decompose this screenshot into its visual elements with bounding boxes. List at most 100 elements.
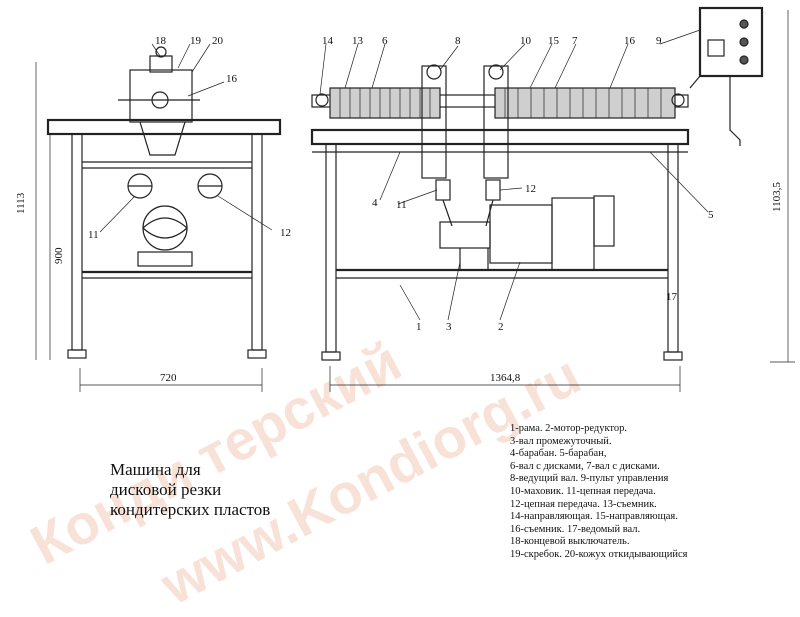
leader-11	[397, 189, 438, 205]
panel-display	[707, 39, 725, 57]
panel-button-3	[739, 55, 749, 65]
legend-line: 10-маховик. 11-цепная передача.	[510, 485, 656, 497]
callout-6: 6	[382, 35, 388, 47]
front-foot-right	[663, 351, 683, 361]
callout-16-front: 16	[624, 35, 636, 47]
dim-side-outer: 1113	[15, 192, 27, 214]
drawing-title: Машина для дисковой резки кондитерских п…	[110, 460, 350, 520]
control-panel-9	[698, 6, 764, 78]
front-column-left	[421, 65, 447, 179]
dim-front-height: 1103,5	[771, 182, 783, 212]
callout-1: 1	[416, 321, 422, 333]
drum-right	[494, 87, 676, 119]
drum-left	[329, 87, 441, 119]
callout-19: 19	[190, 35, 202, 47]
dim-side-inner: 900	[53, 247, 65, 264]
leader-2	[499, 261, 521, 321]
leader-1	[399, 284, 421, 321]
leader-5	[649, 151, 709, 213]
callout-10: 10	[520, 35, 532, 47]
dim-front-width: 1364,8	[490, 372, 521, 384]
leader-20	[191, 43, 211, 73]
panel-button-1	[739, 19, 749, 29]
callout-15: 15	[548, 35, 560, 47]
handwheel-right	[671, 93, 685, 107]
callout-2: 2	[498, 321, 504, 333]
leader-15	[529, 43, 553, 89]
leader-18	[151, 43, 161, 57]
front-column-right	[483, 65, 509, 179]
front-foot-left	[321, 351, 341, 361]
technical-drawing: 18 19 20 16 11 12 1113 900 720 14 13 6 8…	[15, 6, 795, 392]
title-line-2: дисковой резки	[110, 480, 222, 499]
panel-bracket	[689, 75, 701, 89]
legend-line: 1-рама. 2-мотор-редуктор.	[510, 423, 627, 434]
parts-legend: 1-рама. 2-мотор-редуктор. 3-вал промежут…	[510, 423, 688, 562]
legend-line: 16-съемник. 17-ведомый вал.	[510, 523, 641, 535]
legend-line: 14-направляющая. 15-направляющая.	[510, 511, 678, 523]
callout-20: 20	[212, 35, 224, 47]
side-motor-detail	[142, 217, 188, 239]
chain-drive-11	[435, 179, 451, 201]
dim-side-width: 720	[160, 372, 177, 384]
motor-end	[551, 197, 595, 271]
leader-6	[371, 43, 386, 89]
side-foot-right	[247, 349, 267, 359]
callout-4: 4	[372, 197, 378, 209]
leader-13	[344, 43, 359, 89]
callout-s12: 12	[280, 227, 291, 239]
side-leg-left	[71, 133, 83, 351]
callout-13: 13	[352, 35, 364, 47]
side-table-top	[46, 118, 282, 136]
leader-s11	[99, 195, 136, 233]
side-shaft-disc	[151, 91, 169, 109]
legend-line: 12-цепная передача. 13-съемник.	[510, 498, 657, 510]
leader-s12	[217, 195, 273, 231]
legend-line: 18-концевой выключатель.	[510, 536, 630, 548]
motor-fan	[593, 195, 615, 247]
callout-7: 7	[572, 35, 578, 47]
leader-7	[554, 43, 577, 89]
side-leg-right	[251, 133, 263, 351]
legend-line: 3-вал промежуточный.	[510, 435, 612, 447]
side-hopper	[139, 121, 186, 156]
leader-19	[177, 43, 191, 69]
leader-16-side	[187, 81, 225, 97]
side-view	[35, 43, 282, 392]
callout-11: 11	[396, 199, 407, 211]
leader-9	[659, 29, 701, 45]
panel-button-2	[739, 37, 749, 47]
drawing-labels: 18 19 20 16 11 12 1113 900 720 14 13 6 8…	[15, 35, 783, 384]
callout-16-side: 16	[226, 73, 238, 85]
callout-18: 18	[155, 35, 167, 47]
callout-14: 14	[322, 35, 334, 47]
leader-16-front	[609, 43, 629, 89]
leader-3	[447, 261, 461, 321]
chain-drive-12	[485, 179, 501, 201]
handwheel-14	[315, 93, 329, 107]
discs-left	[339, 88, 431, 118]
side-knob	[155, 46, 167, 58]
leader-14	[319, 43, 327, 95]
leader-4	[379, 151, 401, 201]
legend-line: 8-ведущий вал. 9-пульт управления	[510, 473, 669, 485]
front-leg-right	[667, 143, 679, 353]
callout-8: 8	[455, 35, 461, 47]
panel-cable	[729, 76, 741, 146]
callout-17: 17	[666, 291, 678, 303]
legend-line: 6-вал с дисками, 7-вал с дисками.	[510, 460, 660, 472]
callout-3: 3	[446, 321, 452, 333]
front-view	[310, 6, 795, 392]
side-foot-left	[67, 349, 87, 359]
leader-12	[499, 187, 523, 191]
side-top-housing	[129, 69, 193, 123]
title-line-3: кондитерских пластов	[110, 500, 271, 519]
handwheel-8	[426, 64, 442, 80]
leader-10	[499, 43, 526, 71]
callout-5: 5	[708, 209, 714, 221]
legend-line: 4-барабан. 5-барабан,	[510, 448, 607, 460]
title-line-1: Машина для	[110, 460, 201, 479]
side-motor-drum	[142, 205, 188, 251]
discs-right	[504, 88, 662, 118]
motor-body	[489, 204, 553, 264]
